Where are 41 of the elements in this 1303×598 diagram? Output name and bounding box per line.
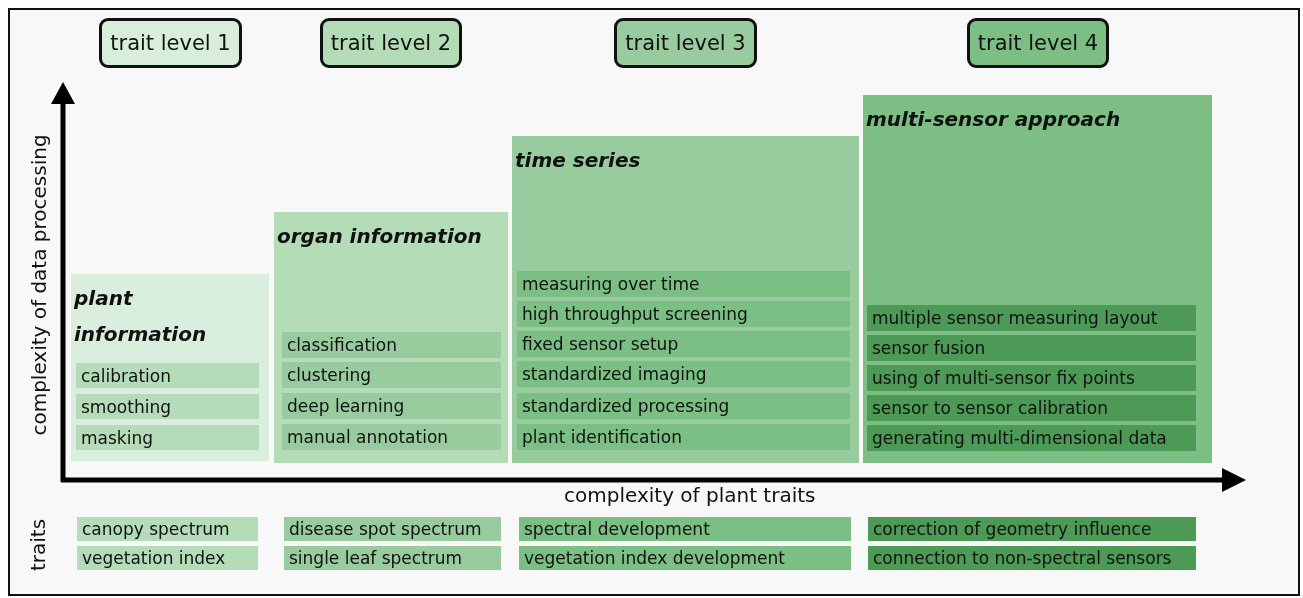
method-box: measuring over time: [517, 271, 850, 297]
trait-level-box: trait level 4: [967, 18, 1109, 68]
trait-level-box: trait level 1: [99, 18, 242, 68]
category-panel: [274, 212, 508, 463]
method-box: clustering: [282, 362, 501, 388]
trait-box: spectral development: [519, 517, 851, 541]
method-box: generating multi-dimensional data: [867, 425, 1196, 451]
axis-label: traits: [26, 518, 51, 572]
trait-box: single leaf spectrum: [284, 546, 501, 570]
method-box: deep learning: [282, 393, 501, 419]
panel-heading: plant information: [74, 285, 208, 348]
panel-heading: organ information: [277, 223, 482, 250]
trait-level-box: trait level 2: [320, 18, 462, 68]
method-box: using of multi-sensor fix points: [867, 365, 1196, 391]
category-panel: [863, 95, 1212, 463]
trait-box: disease spot spectrum: [284, 517, 501, 541]
trait-box: canopy spectrum: [77, 517, 258, 541]
method-box: calibration: [76, 363, 259, 388]
trait-box: vegetation index development: [519, 546, 851, 570]
method-box: sensor to sensor calibration: [867, 395, 1196, 421]
method-box: standardized imaging: [517, 361, 850, 387]
trait-box: correction of geometry influence: [868, 517, 1196, 541]
panel-heading: time series: [515, 147, 641, 174]
category-panel: [71, 274, 269, 461]
panel-heading: multi-sensor approach: [866, 106, 1121, 133]
method-box: manual annotation: [282, 424, 501, 450]
method-box: masking: [76, 425, 259, 450]
trait-box: connection to non-spectral sensors: [868, 546, 1196, 570]
axis-label: complexity of plant traits: [564, 483, 816, 507]
trait-box: vegetation index: [77, 546, 258, 570]
axis-label: complexity of data processing: [26, 134, 51, 436]
method-box: fixed sensor setup: [517, 331, 850, 357]
trait-level-box: trait level 3: [614, 18, 757, 68]
method-box: high throughput screening: [517, 301, 850, 327]
method-box: classification: [282, 332, 501, 358]
category-panel: [512, 136, 859, 463]
method-box: smoothing: [76, 394, 259, 419]
method-box: standardized processing: [517, 393, 850, 419]
method-box: sensor fusion: [867, 335, 1196, 361]
method-box: multiple sensor measuring layout: [867, 305, 1196, 331]
method-box: plant identification: [517, 424, 850, 450]
